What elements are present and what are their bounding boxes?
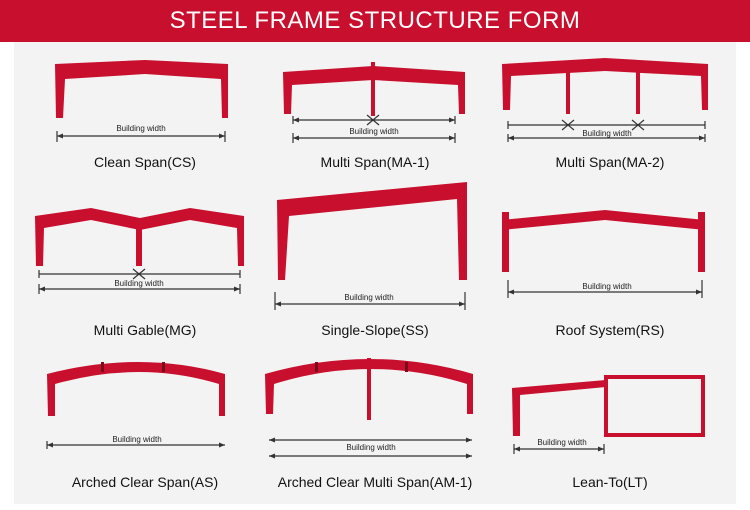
arched-multi-span-diagram: Building width — [265, 358, 473, 459]
structure-single-slope: Building width Single-Slope(SS) — [255, 180, 495, 338]
multi-span-ma1-diagram: Building width — [283, 62, 465, 143]
structure-caption: Multi Span(MA-2) — [555, 154, 665, 170]
structure-roof-system: Building width Roof System(RS) — [490, 202, 730, 356]
structure-caption: Arched Clear Multi Span(AM-1) — [277, 474, 473, 490]
structure-clean-span: Building width Clean Span(CS) — [25, 52, 265, 206]
structure-caption: Lean-To(LT) — [572, 474, 648, 490]
dimension-label: Building width — [582, 282, 631, 291]
structure-caption: Clean Span(CS) — [94, 154, 196, 170]
structure-multi-span-ma2: Building width Multi Span(MA-2) — [490, 52, 730, 206]
structure-multi-gable: Building width Multi Gable(MG) — [25, 202, 265, 356]
dimension-label: Building width — [582, 129, 631, 138]
roof-system-diagram: Building width — [502, 210, 705, 298]
structure-lean-to: Building width Lean-To(LT) — [490, 356, 730, 510]
clean-span-diagram: Building width — [55, 60, 228, 142]
dimension-label: Building width — [537, 438, 586, 447]
structure-arched-clear-multi-span: Building width Arched Clear Multi Span(A… — [255, 356, 495, 510]
structure-caption: Arched Clear Span(AS) — [71, 474, 219, 490]
dimension-label: Building width — [112, 435, 161, 444]
multi-span-ma2-diagram: Building width — [502, 58, 708, 142]
lean-to-diagram: Building width — [512, 375, 705, 454]
structure-caption: Multi Span(MA-1) — [320, 154, 430, 170]
structure-caption: Single-Slope(SS) — [321, 322, 429, 338]
dimension-label: Building width — [344, 293, 393, 302]
dimension-label: Building width — [349, 127, 398, 136]
arched-clear-span-diagram: Building width — [46, 362, 225, 449]
structure-arched-clear-span: Building width Arched Clear Span(AS) — [25, 356, 265, 510]
structure-multi-span-ma1: Building width Multi Span(MA-1) — [255, 52, 495, 206]
header-banner: STEEL FRAME STRUCTURE FORM — [0, 0, 750, 42]
structure-caption: Multi Gable(MG) — [93, 322, 197, 338]
structure-caption: Roof System(RS) — [555, 322, 665, 338]
multi-gable-diagram: Building width — [35, 208, 244, 294]
dimension-label: Building width — [116, 124, 165, 133]
single-slope-diagram: Building width — [274, 182, 467, 310]
dimension-label: Building width — [346, 443, 395, 452]
dimension-label: Building width — [114, 279, 163, 288]
page-title: STEEL FRAME STRUCTURE FORM — [169, 7, 581, 34]
